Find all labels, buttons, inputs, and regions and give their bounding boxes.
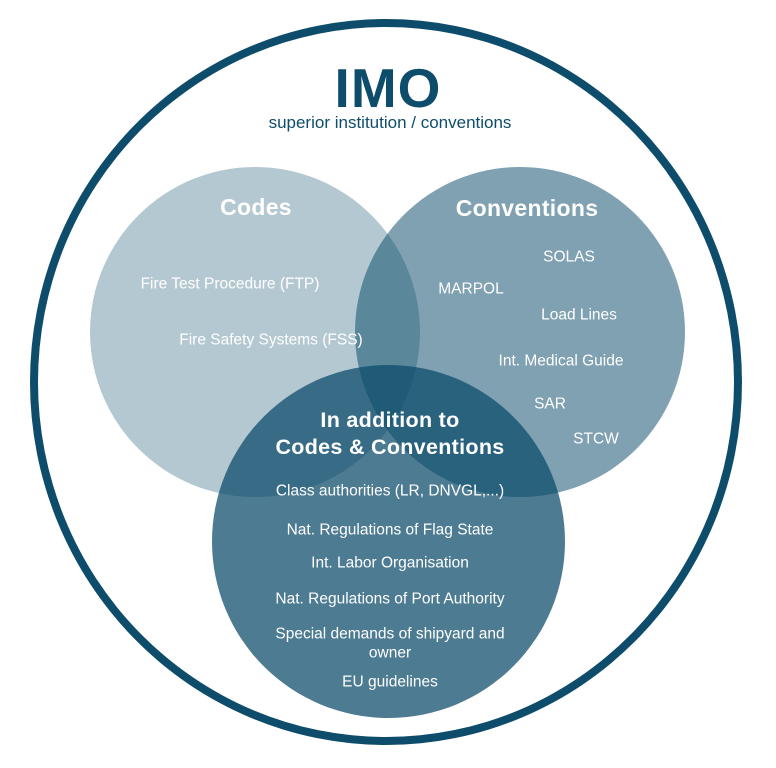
additional-item: Nat. Regulations of Flag State [286,521,494,539]
additional-title-line2: Codes & Conventions [275,435,505,460]
additional-item: Int. Labor Organisation [311,554,469,572]
codes-item: Fire Safety Systems (FSS) [179,331,363,349]
additional-item: Special demands of shipyard and owner [275,625,505,661]
conventions-title: Conventions [455,195,599,222]
page-title: IMO [334,57,442,119]
outer-boundary-circle [30,19,742,745]
additional-item: EU guidelines [342,673,438,691]
additional-item: Class authorities (LR, DNVGL,...) [275,482,505,500]
page-subtitle: superior institution / conventions [268,113,512,132]
conventions-item: Load Lines [541,306,617,324]
conventions-item: MARPOL [438,280,504,298]
codes-title: Codes [220,194,292,221]
conventions-item: STCW [573,430,619,448]
conventions-item: Int. Medical Guide [498,352,624,370]
additional-circle [212,365,565,718]
conventions-item: SAR [534,395,566,413]
additional-title-line1: In addition to [320,408,460,433]
conventions-item: SOLAS [543,248,595,266]
additional-item: Nat. Regulations of Port Authority [275,590,505,608]
codes-item: Fire Test Procedure (FTP) [140,275,320,293]
